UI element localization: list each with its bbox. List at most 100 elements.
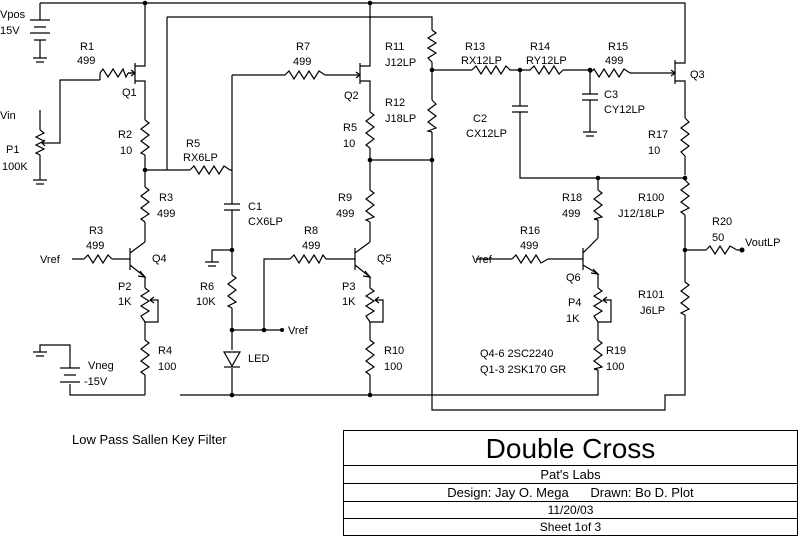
- r8-ref: R8: [304, 225, 318, 237]
- r101-ref: R101: [638, 289, 664, 301]
- q4-ref: Q4: [152, 253, 167, 265]
- r17-symbol: [680, 117, 690, 157]
- designer: Design: Jay O. Mega: [447, 485, 569, 500]
- c2-symbol: [512, 105, 528, 120]
- r12-value: J18LP: [385, 113, 416, 125]
- c3-symbol: [582, 92, 598, 105]
- organization: Pat's Labs: [344, 466, 797, 484]
- r12-symbol: [425, 99, 438, 133]
- vref-q4-label: Vref: [40, 254, 61, 266]
- drawing-title: Double Cross: [344, 431, 797, 466]
- r2-ref: R2: [118, 129, 132, 141]
- r6-ref: R6: [200, 281, 214, 293]
- r19-ref: R19: [606, 345, 626, 357]
- r7-symbol: [284, 69, 326, 81]
- c1-ref: C1: [248, 201, 262, 213]
- p3-value: 1K: [342, 296, 356, 308]
- led-ref: LED: [248, 353, 269, 365]
- r9-symbol: [364, 189, 376, 223]
- r3a-symbol: [139, 186, 151, 223]
- r13-ref: R13: [465, 41, 485, 53]
- r4-value: 100: [158, 361, 176, 373]
- capacitors: [224, 92, 598, 214]
- c1-symbol: [224, 200, 240, 214]
- vpos-value: 15V: [0, 25, 20, 37]
- r2-value: 10: [120, 145, 132, 157]
- r14-symbol: [520, 64, 564, 76]
- r5a-symbol: [189, 164, 231, 176]
- sheet-number: Sheet 1of 3: [539, 520, 602, 534]
- vpos-label: Vpos: [0, 9, 26, 21]
- r1-value: 499: [77, 55, 95, 67]
- r4-symbol: [139, 339, 151, 376]
- bjt-parts-note: Q4-6 2SC2240: [480, 348, 553, 360]
- r1-ref: R1: [80, 41, 94, 53]
- r7-ref: R7: [296, 41, 310, 53]
- part-notes: Q4-6 2SC2240 Q1-3 2SK170 GR: [480, 348, 566, 376]
- r16-value: 499: [520, 240, 538, 252]
- r20-symbol: [705, 244, 738, 256]
- r100-symbol: [679, 179, 691, 216]
- p1-ref: P1: [6, 144, 19, 156]
- r10-symbol: [364, 339, 376, 376]
- r9-ref: R9: [338, 192, 352, 204]
- r17-ref: R17: [648, 129, 668, 141]
- r14-ref: R14: [530, 41, 550, 53]
- r5a-ref: R5: [186, 138, 200, 150]
- supply-batteries: [30, 19, 80, 383]
- r15-symbol: [589, 67, 631, 79]
- r5a-value: RX6LP: [183, 152, 218, 164]
- r12-ref: R12: [385, 97, 405, 109]
- r4-ref: R4: [158, 345, 172, 357]
- ground-symbols: [33, 57, 597, 357]
- vneg-label: Vneg: [88, 360, 114, 372]
- r8-value: 499: [302, 240, 320, 252]
- c1-value: CX6LP: [248, 216, 283, 228]
- r7-value: 499: [293, 56, 311, 68]
- r1-symbol: [99, 67, 129, 79]
- r19-value: 100: [606, 361, 624, 373]
- vout-label: VoutLP: [745, 237, 780, 249]
- title-block: Double Cross Pat's Labs Design: Jay O. M…: [343, 430, 798, 536]
- r2-symbol: [139, 119, 150, 156]
- r11-ref: R11: [385, 41, 404, 53]
- vneg-value: -15V: [84, 376, 108, 388]
- r15-value: 499: [605, 55, 623, 67]
- r18-symbol: [593, 189, 604, 221]
- port-labels: Vin Vref Vref Vref VoutLP: [0, 110, 780, 337]
- r10-value: 100: [384, 361, 402, 373]
- led-symbol: [222, 351, 242, 368]
- trimpots: [139, 287, 612, 323]
- p4-ref: P4: [568, 297, 581, 309]
- p1-value: 100K: [2, 161, 28, 173]
- r5b-symbol: [365, 111, 375, 149]
- vin-label: Vin: [0, 110, 16, 122]
- p1-symbol: [34, 129, 46, 156]
- r8-symbol: [289, 253, 327, 265]
- r11-symbol: [426, 29, 438, 63]
- r101-symbol: [679, 281, 691, 316]
- vref-q6-label: Vref: [472, 254, 493, 266]
- jfet-parts-note: Q1-3 2SK170 GR: [480, 364, 566, 376]
- r18-ref: R18: [562, 192, 582, 204]
- r16-symbol: [511, 253, 549, 265]
- r20-ref: R20: [712, 216, 732, 228]
- r3a-value: 499: [157, 208, 175, 220]
- diagram-caption: Low Pass Sallen Key Filter: [72, 432, 227, 447]
- r20-value: 50: [712, 232, 724, 244]
- p3-ref: P3: [342, 281, 355, 293]
- vref-led-label: Vref: [288, 325, 309, 337]
- drawing-date: 11/20/03: [344, 502, 797, 519]
- r17-value: 10: [648, 145, 660, 157]
- r18-value: 499: [562, 208, 580, 220]
- c2-value: CX12LP: [466, 128, 507, 140]
- r11-value: J12LP: [385, 57, 416, 69]
- port-dots: [280, 247, 745, 332]
- r3b-symbol: [83, 253, 113, 265]
- r6-value: 10K: [196, 296, 216, 308]
- supply-labels: Vpos 15V Vneg -15V: [0, 9, 114, 388]
- r3b-value: 499: [86, 240, 104, 252]
- p4-value: 1K: [566, 313, 580, 325]
- bjts: [126, 237, 600, 278]
